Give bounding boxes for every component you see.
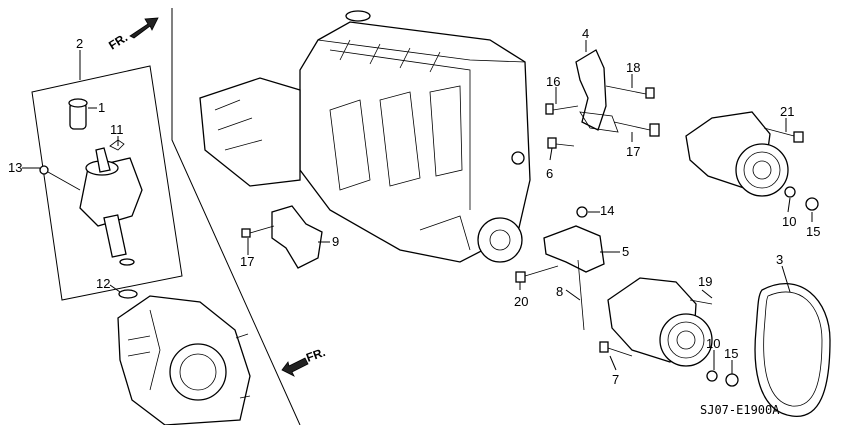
callout-3: 3	[776, 252, 783, 267]
distributor-assembly	[39, 98, 143, 266]
separator-line	[171, 8, 301, 425]
bolt-20	[515, 271, 526, 283]
bolt-18	[645, 87, 655, 99]
callout-13: 13	[8, 160, 22, 175]
callout-1: 1	[98, 100, 105, 115]
bracket-5	[543, 225, 605, 273]
callout-2: 2	[76, 36, 83, 51]
o-ring	[118, 289, 138, 299]
v-belt	[754, 283, 831, 417]
svg-text:FR.: FR.	[106, 30, 130, 52]
front-arrow-top: FR.	[106, 17, 159, 53]
callout-15-lower: 15	[724, 346, 738, 361]
bracket-4	[575, 49, 607, 131]
callout-10-lower: 10	[706, 336, 720, 351]
svg-text:FR.: FR.	[304, 345, 327, 365]
bolt-17-right	[649, 123, 660, 137]
bolt-17-left	[241, 228, 251, 238]
front-arrow-bottom: FR.	[281, 345, 327, 377]
bolt-6	[547, 137, 557, 149]
pump-lower	[599, 277, 739, 387]
nut-14	[576, 206, 588, 218]
callout-20: 20	[514, 294, 528, 309]
callout-8: 8	[556, 284, 563, 299]
callout-5: 5	[622, 244, 629, 259]
bolt-16	[545, 103, 554, 115]
callout-17-left: 17	[240, 254, 254, 269]
callout-labels: 2 1 11 13 12 4 16 18 6 17 21 14 5 3 9 17…	[8, 26, 820, 387]
callout-15-upper: 15	[806, 224, 820, 239]
callout-19: 19	[698, 274, 712, 289]
callout-14: 14	[600, 203, 614, 218]
callout-7: 7	[612, 372, 619, 387]
callout-6: 6	[546, 166, 553, 181]
bracket-9	[271, 205, 323, 269]
callout-18: 18	[626, 60, 640, 75]
adjusting-bolt-8	[577, 259, 585, 331]
callout-11: 11	[110, 122, 124, 137]
callout-4: 4	[582, 26, 589, 41]
callout-12: 12	[96, 276, 110, 291]
diagram-code: SJ07-E1900A	[700, 403, 780, 417]
callout-17-right: 17	[626, 144, 640, 159]
callout-9: 9	[332, 234, 339, 249]
transmission-housing	[117, 295, 251, 425]
callout-10-upper: 10	[782, 214, 796, 229]
leader-lines	[22, 40, 813, 374]
callout-21: 21	[780, 104, 794, 119]
engine-block	[199, 10, 531, 263]
pump-upper	[685, 111, 819, 211]
group-box	[31, 65, 183, 301]
callout-16: 16	[546, 74, 560, 89]
